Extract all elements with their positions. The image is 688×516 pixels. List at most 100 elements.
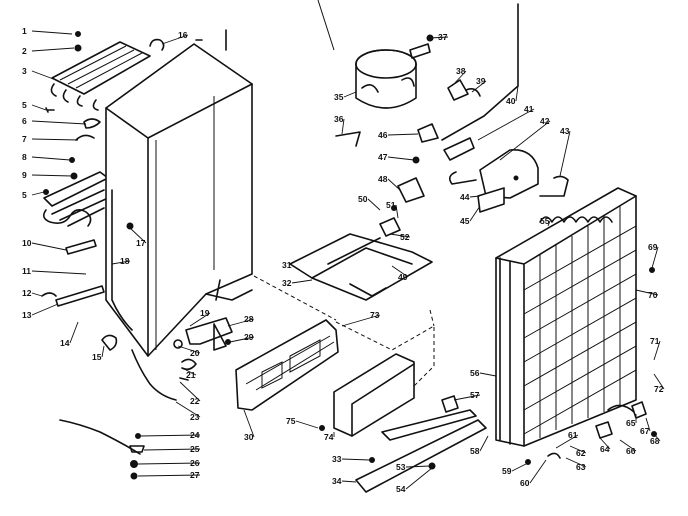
middle-evaporator-coil [42, 171, 109, 227]
callout-label: 6 [22, 116, 27, 126]
callout-label: 5 [22, 190, 27, 200]
wire-hook-43 [539, 175, 569, 197]
callout-leader-line [31, 303, 59, 316]
callout-leader-line [635, 289, 659, 296]
callout-leader-line [31, 156, 71, 161]
callout-leader-line [175, 401, 201, 418]
callout-label: 37 [438, 32, 448, 42]
callout-label: 16 [178, 30, 188, 40]
callout-label: 75 [286, 416, 296, 426]
callout-leader-line [343, 91, 357, 98]
callout-leader-line [367, 198, 381, 211]
top-evaporator-coil [50, 41, 151, 111]
callout-leader-line [101, 345, 105, 358]
callout-leader-line [31, 70, 57, 81]
callout-leader-line [161, 34, 189, 45]
callout-leader-line [469, 195, 481, 198]
callout-label: 57 [470, 390, 480, 400]
tall-pipe-40 [441, 3, 519, 141]
callout-label: 21 [186, 370, 196, 380]
callout-label: 35 [334, 92, 344, 102]
callout-label: 51 [386, 200, 396, 210]
callout-leader-line [515, 85, 519, 102]
back-panel [235, 319, 339, 411]
callout-leader-line [341, 480, 357, 483]
callout-leader-line [31, 242, 67, 251]
callout-label: 55 [540, 216, 550, 226]
relay-and-clips [335, 79, 481, 237]
callout-leader-line [111, 260, 131, 265]
condenser-coil [495, 187, 637, 447]
callout-label: 66 [626, 446, 636, 456]
callout-label: 38 [456, 66, 466, 76]
callout-leader-line [31, 47, 75, 52]
callout-label: 24 [190, 430, 200, 440]
callout-label: 30 [244, 432, 254, 442]
callout-label: 31 [282, 260, 292, 270]
callout-label: 58 [470, 446, 480, 456]
callout-leader-line [31, 120, 87, 125]
callout-leader-line [341, 458, 371, 461]
cabinet-liner [105, 29, 253, 357]
callout-leader-line [653, 373, 665, 390]
callout-label: 10 [22, 238, 32, 248]
callout-leader-line [31, 138, 79, 141]
callout-leader-line [177, 345, 201, 354]
callout-leader-line [645, 417, 651, 432]
callout-label: 25 [190, 444, 200, 454]
callout-label: 41 [524, 104, 534, 114]
drain-tube [131, 349, 177, 401]
callout-label: 15 [92, 352, 102, 362]
callout-label: 20 [190, 348, 200, 358]
callout-leader-line [31, 292, 43, 297]
callout-leader-line [569, 445, 587, 454]
callout-label: 2 [22, 46, 27, 56]
callout-leader-line [469, 205, 481, 222]
callout-leader-line [619, 439, 637, 452]
callout-label: 43 [560, 126, 570, 136]
thermostat-housing [173, 317, 233, 381]
callout-leader-line [395, 204, 399, 219]
callout-leader-line [471, 80, 487, 93]
callout-leader-line [387, 133, 419, 136]
callout-label: 68 [650, 436, 660, 446]
callout-leader-line [477, 108, 535, 141]
callout-label: 12 [22, 288, 32, 298]
callout-leader-line [499, 120, 551, 161]
callout-leader-line [69, 321, 79, 344]
callout-label: 26 [190, 458, 200, 468]
callout-label: 44 [460, 192, 470, 202]
callout-label: 45 [460, 216, 470, 226]
callout-leader-line [189, 312, 211, 327]
callout-leader-line [389, 233, 411, 238]
callout-leader-line [31, 104, 47, 111]
callout-label: 50 [358, 194, 368, 204]
cabinet-hook-16 [149, 38, 165, 51]
base-frame [289, 233, 433, 301]
callout-leader-line [341, 118, 345, 135]
callout-leader-line [341, 314, 381, 327]
callout-label: 67 [640, 426, 650, 436]
callout-leader-line [529, 459, 547, 484]
callout-leader-line [453, 394, 481, 401]
callout-label: 64 [600, 444, 610, 454]
callout-leader-line [565, 457, 587, 468]
callout-label: 73 [370, 310, 380, 320]
callout-label: 54 [396, 484, 406, 494]
callout-leader-line [137, 462, 201, 465]
callout-leader-line [179, 381, 201, 402]
front-rail-34 [355, 419, 487, 493]
callout-label: 49 [398, 272, 408, 282]
callout-labels: 1235678910111213141516171819202122232425… [22, 26, 665, 494]
callout-leader-line [31, 270, 87, 275]
callout-leader-line [479, 372, 497, 377]
callout-label: 40 [506, 96, 516, 106]
vertical-line-37 [317, 0, 335, 51]
callout-label: 59 [502, 466, 512, 476]
callout-label: 19 [200, 308, 210, 318]
left-screws [43, 31, 82, 195]
callout-leader-line [229, 336, 255, 343]
callout-label: 3 [22, 66, 27, 76]
callout-label: 71 [650, 336, 660, 346]
